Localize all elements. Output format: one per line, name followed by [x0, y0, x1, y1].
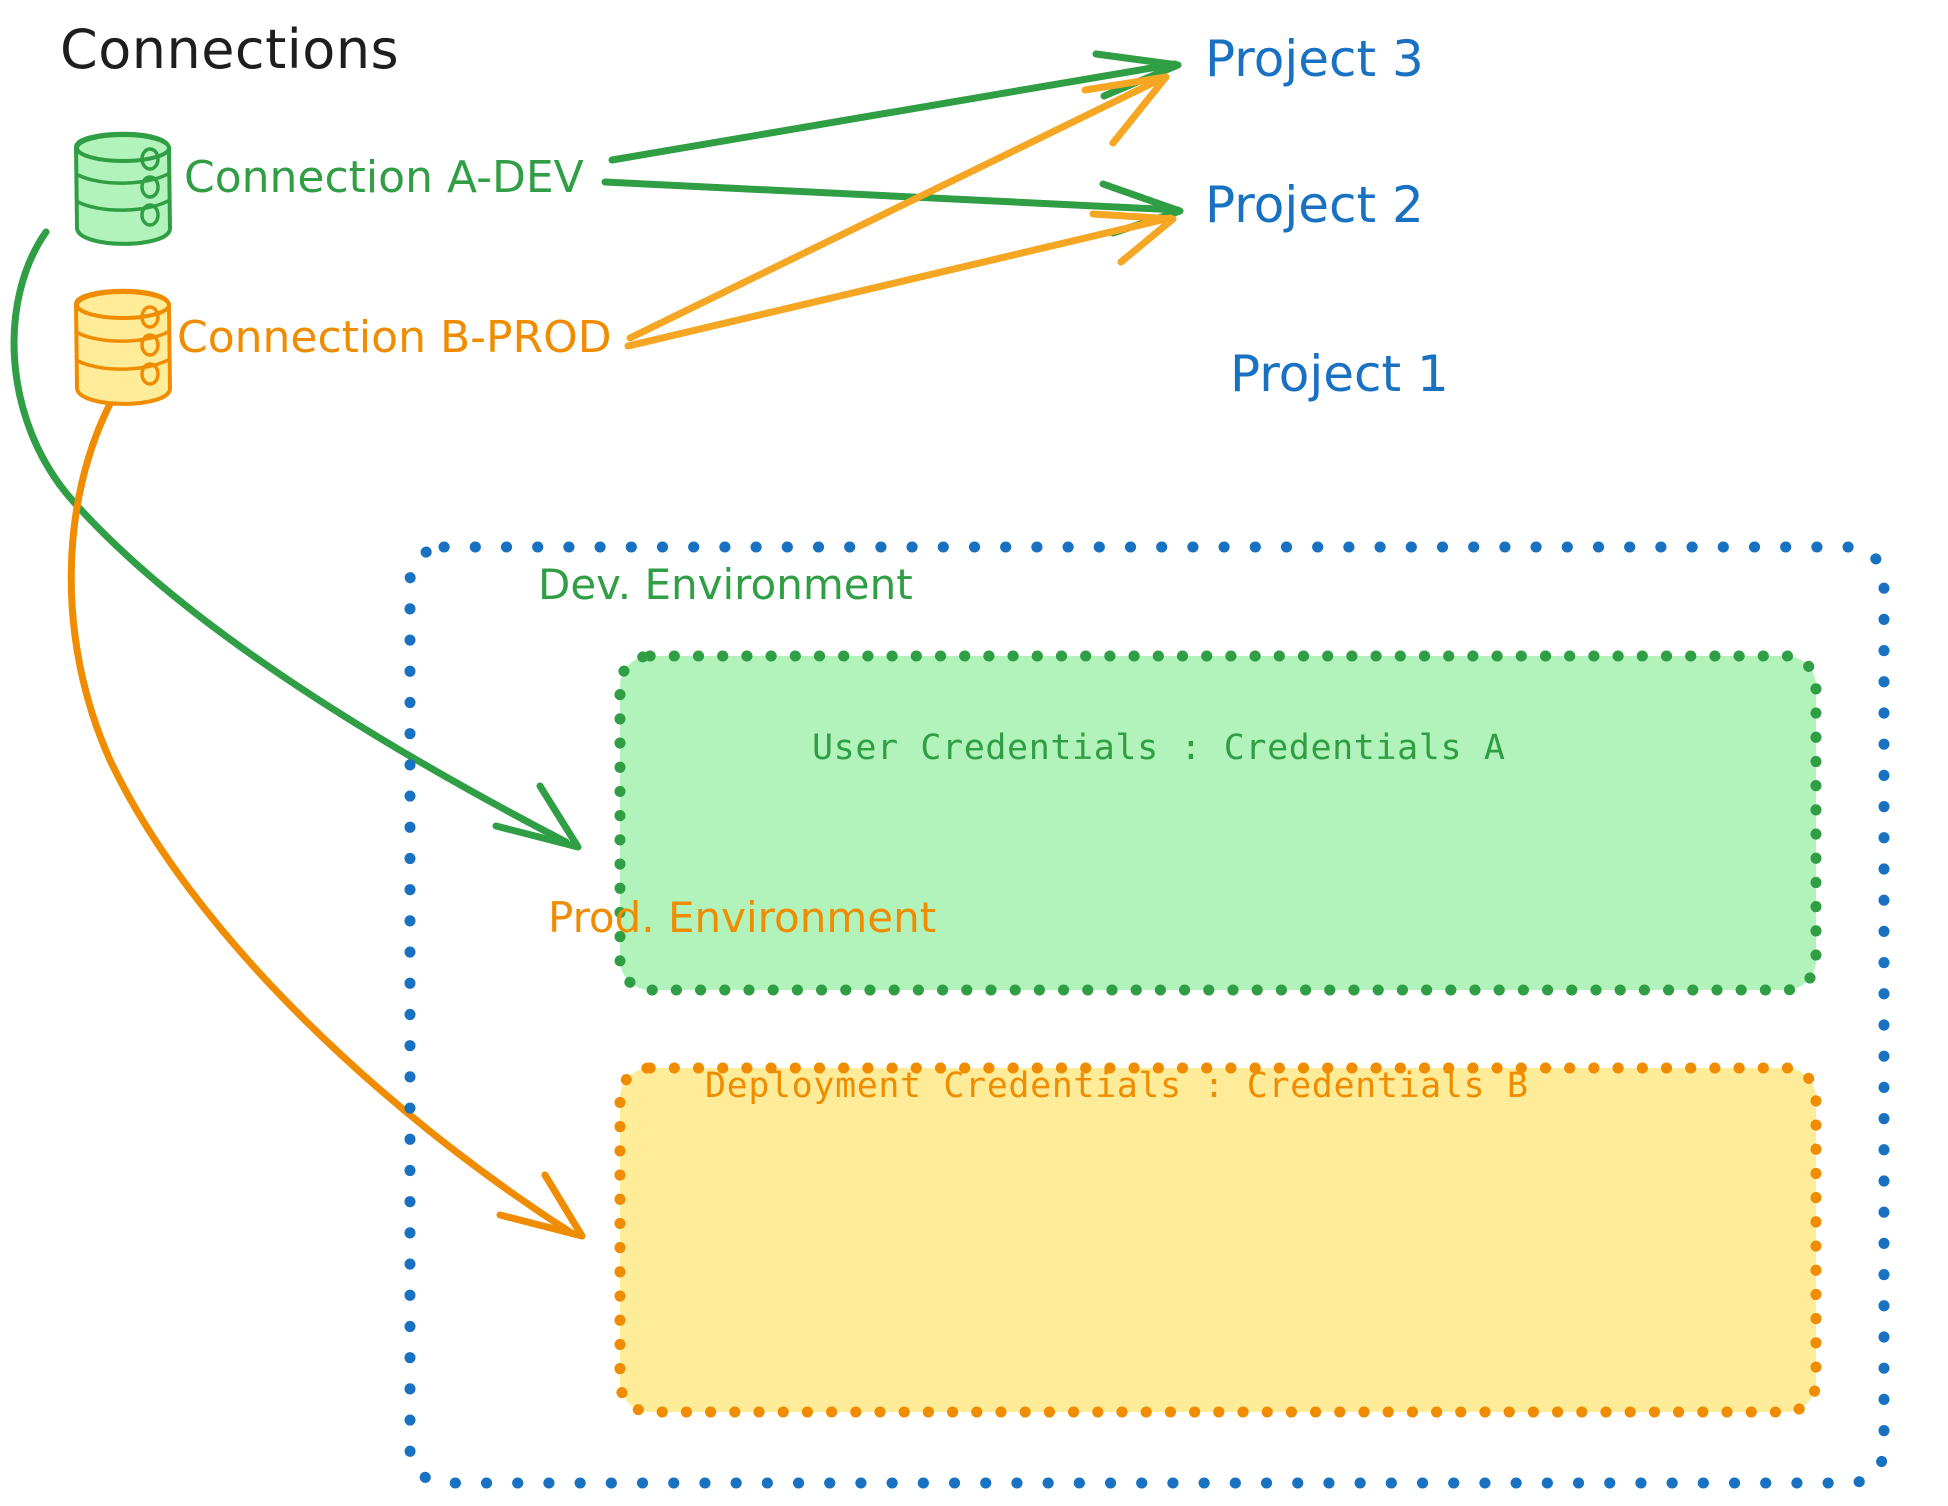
- prod-environment-credentials: Deployment Credentials : Credentials B: [705, 1066, 1529, 1106]
- connection-a-dev-label[interactable]: Connection A-DEV: [184, 152, 584, 203]
- database-icon[interactable]: [74, 288, 172, 406]
- dev-environment-title: Dev. Environment: [538, 560, 913, 609]
- prod-environment-box[interactable]: [614, 1062, 1822, 1418]
- edge-a-dev-to-dev-environment: [10, 228, 582, 851]
- dev-environment-credentials: User Credentials : Credentials A: [812, 728, 1506, 768]
- project-2-label[interactable]: Project 2: [1205, 176, 1424, 234]
- dev-environment-box[interactable]: [614, 650, 1822, 996]
- edge-b-prod-to-prod-environment: [67, 396, 586, 1240]
- database-icon[interactable]: [74, 131, 172, 246]
- project-3-label[interactable]: Project 3: [1205, 30, 1424, 88]
- connection-b-prod-label[interactable]: Connection B-PROD: [177, 312, 612, 363]
- edge-b-prod-to-project-3: [626, 73, 1170, 342]
- project-1-container[interactable]: [404, 541, 1890, 1489]
- page-title: Connections: [60, 18, 400, 81]
- prod-environment-title: Prod. Environment: [548, 893, 937, 942]
- project-1-label[interactable]: Project 1: [1230, 345, 1449, 403]
- edge-b-prod-to-project-2: [624, 210, 1177, 350]
